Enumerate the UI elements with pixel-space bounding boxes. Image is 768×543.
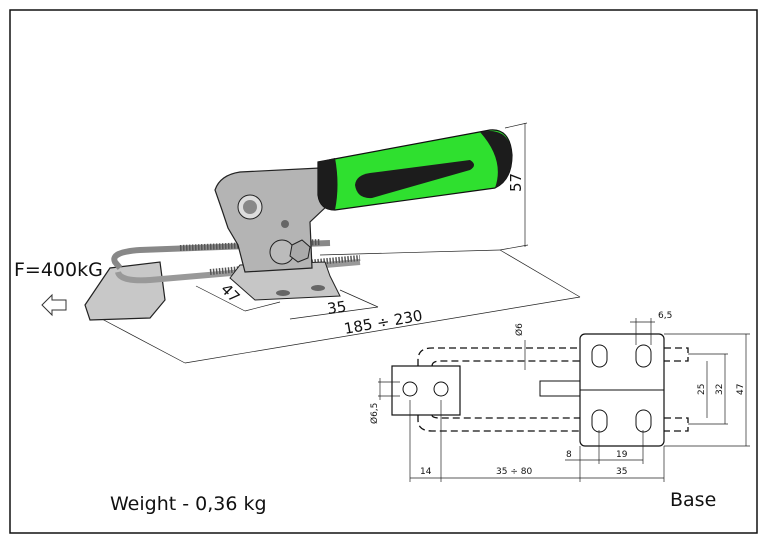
dim-slot-6-5: 6,5 [658,311,672,321]
dim-range: 35 ÷ 80 [496,467,532,477]
dim-rod-dia: Ø6 [514,323,525,336]
dim-hole-dia: Ø6,5 [369,403,380,424]
dim-19: 19 [616,450,628,460]
hook-plate [391,365,461,416]
dim-14: 14 [420,467,432,477]
u-rod-top [111,240,331,270]
dim-32: 32 [715,384,725,395]
handle-grip-insert [355,160,474,199]
base-label: Base [670,489,716,511]
dim-47: 47 [736,384,746,395]
hook-bracket [84,261,166,321]
dim-height-57: 57 [507,173,525,192]
pull-arrow-icon [41,293,67,317]
dim-8: 8 [566,450,572,460]
dim-35: 35 [616,467,627,477]
force-label: F=400kG [14,259,103,281]
dim-base-depth-35: 35 [326,297,347,317]
base-plan-view: 6,5 Ø6 Ø6,5 25 32 47 8 19 14 35 ÷ 80 35 [369,311,750,482]
dim-25: 25 [697,384,707,395]
u-rod-bottom [115,259,361,284]
weight-label: Weight - 0,36 kg [110,493,267,515]
